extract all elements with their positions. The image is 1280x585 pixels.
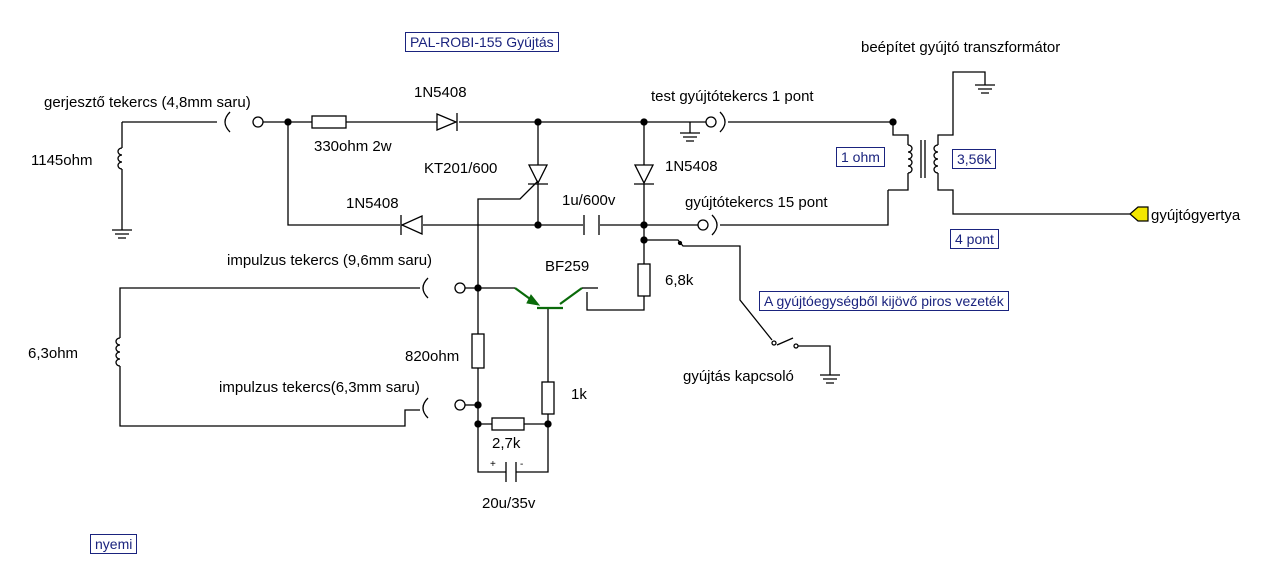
label-pulse-96: impulzus tekercs (9,6mm saru) bbox=[227, 252, 432, 269]
resistor-68k bbox=[637, 263, 651, 297]
wire-red bbox=[644, 239, 773, 341]
exciter-coil bbox=[112, 121, 217, 239]
diode-top bbox=[436, 113, 458, 131]
resistor-27k bbox=[491, 417, 525, 431]
box-primary-res: 1 ohm bbox=[836, 147, 885, 167]
node bbox=[534, 221, 542, 229]
spark-plug-icon bbox=[1129, 206, 1149, 222]
test-ground bbox=[680, 122, 700, 142]
label-cap-20u: 20u/35v bbox=[482, 495, 536, 512]
box-secondary-res: 3,56k bbox=[952, 149, 997, 169]
terminal-pulse-96 bbox=[454, 282, 466, 294]
label-thyristor: KT201/600 bbox=[424, 160, 497, 177]
label-spark-plug: gyújtógyertya bbox=[1151, 207, 1241, 224]
label-exciter-res: 1145ohm bbox=[31, 152, 92, 169]
label-plus: + bbox=[490, 459, 496, 470]
resistor-1k bbox=[541, 381, 555, 415]
label-diode-right: 1N5408 bbox=[665, 158, 718, 175]
label-res-1k: 1k bbox=[571, 386, 587, 403]
capacitor-20u bbox=[505, 462, 517, 482]
connector-coil15 bbox=[711, 214, 718, 236]
label-switch: gyújtás kapcsoló bbox=[683, 368, 794, 385]
thyristor bbox=[477, 122, 549, 288]
label-diode-top: 1N5408 bbox=[414, 84, 467, 101]
label-transformer: beépítet gyújtó transzformátor bbox=[861, 39, 1060, 56]
box-red-wire: A gyújtóegységből kijövő piros vezeték bbox=[759, 291, 1009, 311]
label-test-point: test gyújtótekercs 1 pont bbox=[651, 88, 814, 105]
wire-collector bbox=[586, 292, 645, 311]
wire-left-down bbox=[287, 122, 644, 226]
diode-bottom bbox=[400, 214, 423, 236]
pulse-coil bbox=[115, 337, 420, 427]
connector-exciter bbox=[224, 111, 231, 133]
title-box: PAL-ROBI-155 Gyújtás bbox=[405, 32, 559, 52]
terminal-pulse-63 bbox=[454, 399, 466, 411]
terminal-test bbox=[705, 116, 717, 128]
label-pulse-res: 6,3ohm bbox=[28, 345, 78, 362]
resistor-820 bbox=[471, 333, 485, 369]
ignition-transformer bbox=[888, 71, 1130, 215]
label-res-820: 820ohm bbox=[405, 348, 459, 365]
capacitor-1u bbox=[583, 215, 600, 235]
author-box: nyemi bbox=[90, 534, 138, 554]
resistor-330 bbox=[311, 115, 347, 129]
label-minus: - bbox=[520, 459, 523, 470]
label-res-68k: 6,8k bbox=[665, 272, 694, 289]
label-res-27k: 2,7k bbox=[492, 435, 521, 452]
wire-bottom bbox=[477, 423, 549, 473]
transistor-bf259 bbox=[514, 287, 598, 310]
label-transistor: BF259 bbox=[545, 258, 589, 275]
box-point4: 4 pont bbox=[950, 229, 999, 249]
ignition-switch bbox=[771, 337, 840, 384]
label-coil15: gyújtótekercs 15 pont bbox=[685, 194, 828, 211]
wire-pulse-coil-left bbox=[119, 287, 420, 338]
label-cap-1u: 1u/600v bbox=[562, 192, 616, 209]
label-resistor-330: 330ohm 2w bbox=[314, 138, 392, 155]
label-pulse-63: impulzus tekercs(6,3mm saru) bbox=[219, 379, 420, 396]
node bbox=[677, 240, 683, 246]
label-exciter-coil: gerjesztő tekercs (4,8mm saru) bbox=[44, 94, 251, 111]
connector-pulse-63 bbox=[422, 397, 429, 419]
terminal-exciter bbox=[252, 116, 264, 128]
wire-coil15-transformer bbox=[720, 190, 889, 226]
terminal-coil15 bbox=[697, 219, 709, 231]
connector-pulse-96 bbox=[422, 277, 429, 299]
label-diode-bottom: 1N5408 bbox=[346, 195, 399, 212]
connector-test bbox=[719, 111, 726, 133]
node bbox=[474, 401, 482, 409]
node bbox=[544, 420, 552, 428]
node bbox=[474, 420, 482, 428]
